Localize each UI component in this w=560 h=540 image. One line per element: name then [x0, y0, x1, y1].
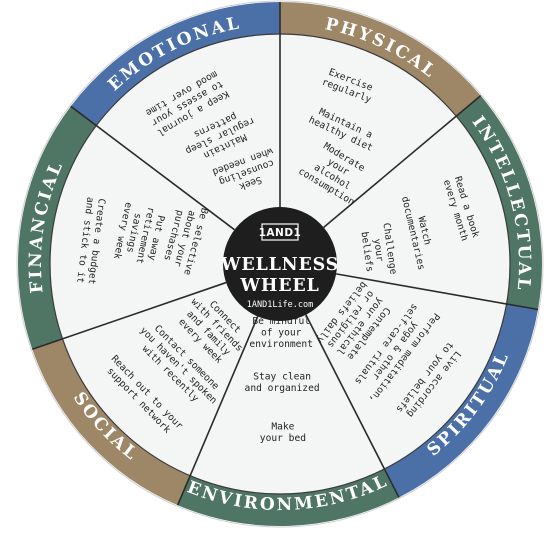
tip-line: Stay clean	[253, 372, 311, 383]
segment-spiritual	[305, 273, 507, 469]
divider-financial	[32, 281, 227, 351]
divider-intellectual	[323, 94, 482, 228]
band-intellectual	[456, 95, 542, 310]
divider-social	[176, 316, 259, 506]
center-title-line1: WELLNESS	[220, 255, 339, 275]
band-environmental	[177, 468, 399, 526]
segment-emotional	[96, 33, 280, 230]
center-title-line2: WHEEL	[239, 276, 319, 296]
tip-line: and organized	[245, 383, 320, 394]
wheel-outline	[16, 0, 544, 528]
wheel-dividers	[32, 2, 539, 506]
center-url: 1AND1Life.com	[247, 300, 314, 310]
center-circle	[223, 207, 337, 321]
tip-line: your bed	[260, 433, 306, 444]
wheel-rings	[16, 0, 544, 528]
band-spiritual	[384, 303, 539, 498]
band-financial	[18, 106, 97, 350]
segment-environmental	[190, 314, 385, 494]
segment-intellectual	[323, 116, 511, 304]
tip-line: Make	[271, 422, 294, 433]
center-hub: 1AND1 WELLNESS WHEEL 1AND1Life.com	[220, 207, 339, 321]
divider-environmental	[305, 314, 400, 498]
segment-physical	[280, 34, 457, 228]
divider-emotional	[70, 105, 235, 231]
band-physical	[280, 2, 481, 117]
tip-line: of your	[261, 327, 302, 338]
tip-line: your	[371, 238, 385, 263]
logo-box	[261, 223, 299, 241]
segment-social	[62, 282, 258, 476]
band-social	[32, 338, 191, 506]
divider-spiritual	[335, 273, 539, 311]
tip-line: environment	[249, 339, 313, 350]
tip-line: Be mindful	[252, 316, 310, 327]
band-emotional	[70, 2, 280, 126]
segment-financial	[50, 125, 235, 339]
logo-text: 1AND1	[259, 227, 302, 239]
